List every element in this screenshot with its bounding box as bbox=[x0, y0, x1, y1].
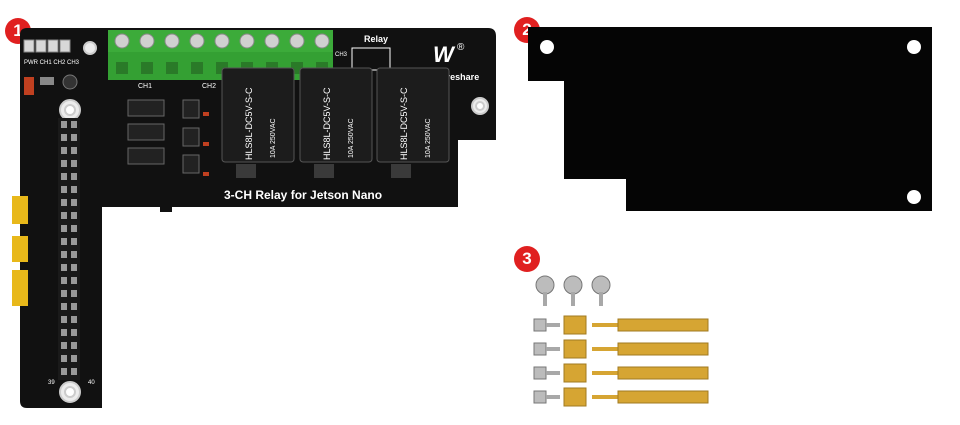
terminal-block bbox=[108, 30, 333, 80]
gpio-pin bbox=[61, 173, 67, 180]
relay-rating-1: 10A 250VAC bbox=[270, 118, 277, 158]
gpio-pin bbox=[71, 316, 77, 323]
gpio-header bbox=[58, 118, 80, 380]
gpio-pin bbox=[61, 329, 67, 336]
gpio-pin bbox=[61, 147, 67, 154]
gpio-pin bbox=[71, 277, 77, 284]
optocouplers bbox=[127, 99, 200, 174]
badge-3: 3 bbox=[514, 246, 540, 272]
gpio-pin bbox=[61, 225, 67, 232]
standoff-rows bbox=[533, 315, 709, 407]
svg-text:®: ® bbox=[457, 42, 465, 53]
waveshare-logo: W ® bbox=[433, 42, 465, 67]
standoff-row bbox=[533, 315, 709, 335]
relay-model-2: HLS8L-DC5V-S-C bbox=[322, 87, 332, 160]
gpio-pin bbox=[71, 290, 77, 297]
plate-hole bbox=[540, 40, 554, 54]
relay-rating-2: 10A 250VAC bbox=[348, 118, 355, 158]
pin-num-left: 39 bbox=[48, 380, 55, 386]
gpio-pin bbox=[71, 238, 77, 245]
gpio-pin bbox=[61, 199, 67, 206]
led-labels: PWR CH1 CH2 CH3 bbox=[24, 60, 80, 66]
plate-hole bbox=[907, 190, 921, 204]
gpio-pin bbox=[71, 173, 77, 180]
gpio-pin bbox=[71, 225, 77, 232]
gpio-pin bbox=[61, 121, 67, 128]
gpio-pin bbox=[71, 199, 77, 206]
ch1-label: CH1 bbox=[138, 83, 152, 90]
gpio-pin bbox=[71, 303, 77, 310]
gpio-pin bbox=[71, 368, 77, 375]
gpio-pin bbox=[61, 316, 67, 323]
gpio-pin bbox=[71, 251, 77, 258]
gpio-pin bbox=[61, 212, 67, 219]
status-leds bbox=[23, 39, 78, 95]
gpio-pin bbox=[61, 290, 67, 297]
brand-name: Waveshare bbox=[432, 72, 479, 82]
standoff-row bbox=[533, 387, 709, 407]
ch2-label: CH2 bbox=[202, 83, 216, 90]
gpio-pin bbox=[61, 238, 67, 245]
gpio-pin bbox=[61, 355, 67, 362]
relays bbox=[221, 67, 450, 178]
pin-num-right: 40 bbox=[88, 380, 95, 386]
gpio-pin bbox=[71, 186, 77, 193]
gpio-pin bbox=[71, 160, 77, 167]
gpio-pin bbox=[61, 264, 67, 271]
relay-model-3: HLS8L-DC5V-S-C bbox=[399, 87, 409, 160]
board-title: 3-CH Relay for Jetson Nano bbox=[224, 188, 382, 202]
gpio-pin bbox=[71, 355, 77, 362]
gpio-pin bbox=[71, 329, 77, 336]
gpio-pin bbox=[61, 277, 67, 284]
gpio-pin bbox=[61, 303, 67, 310]
gpio-pin bbox=[71, 212, 77, 219]
acrylic-plate bbox=[528, 27, 932, 211]
gpio-pin bbox=[71, 342, 77, 349]
relay-label: Relay bbox=[364, 34, 388, 44]
plate-hole bbox=[907, 40, 921, 54]
standoff-row bbox=[533, 363, 709, 383]
gpio-pin bbox=[71, 134, 77, 141]
screws-standoffs bbox=[533, 275, 709, 407]
gpio-pin bbox=[71, 147, 77, 154]
terminal-label-ch3: CH3 bbox=[335, 52, 348, 58]
gpio-pin bbox=[61, 160, 67, 167]
relay-model-1: HLS8L-DC5V-S-C bbox=[244, 87, 254, 160]
gpio-pin bbox=[71, 264, 77, 271]
gpio-pin bbox=[61, 342, 67, 349]
screw-heads bbox=[535, 275, 611, 306]
svg-text:W: W bbox=[433, 42, 456, 67]
standoff-row bbox=[533, 339, 709, 359]
jumpers bbox=[12, 196, 28, 306]
gpio-pin bbox=[61, 186, 67, 193]
gpio-pin bbox=[61, 134, 67, 141]
relay-board: PWR CH1 CH2 CH3 CH3 CH1 CH2 Relay W ® Wa… bbox=[12, 28, 496, 408]
gpio-pin bbox=[61, 368, 67, 375]
relay-rating-3: 10A 250VAC bbox=[425, 118, 432, 158]
gpio-pin bbox=[71, 121, 77, 128]
small-components bbox=[203, 112, 209, 176]
gpio-pin bbox=[61, 251, 67, 258]
